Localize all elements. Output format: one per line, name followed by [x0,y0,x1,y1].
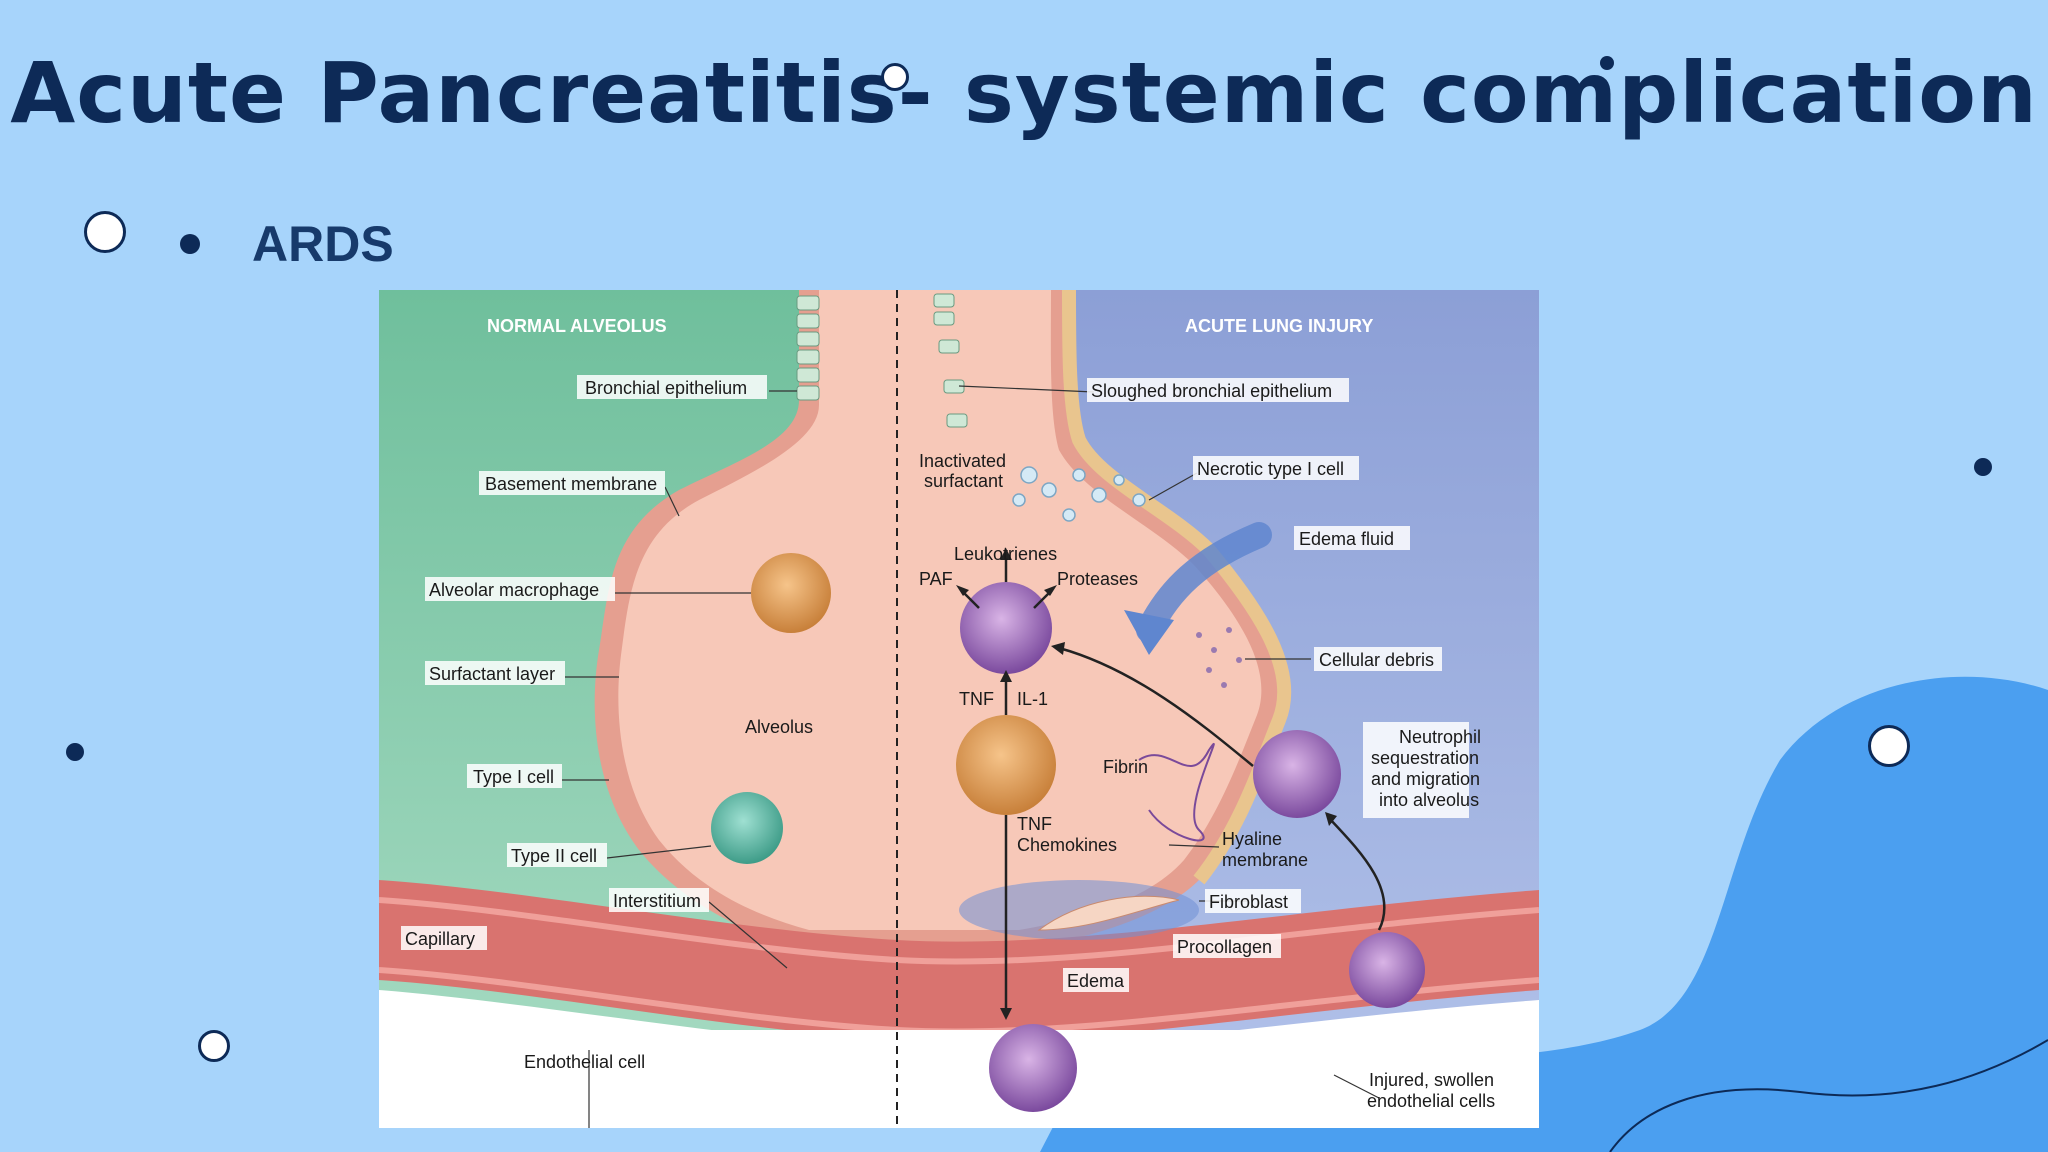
decor-ring-icon [198,1030,230,1062]
label-procollagen: Procollagen [1177,937,1272,957]
label-interstitium: Interstitium [613,891,701,911]
normal-header: NORMAL ALVEOLUS [487,316,667,336]
label-cellular-debris: Cellular debris [1319,650,1434,670]
label-injured-1: Injured, swollen [1369,1070,1494,1090]
label-paf: PAF [919,569,953,589]
neutrophil [960,582,1052,674]
label-inactivated-1: Inactivated [919,451,1006,471]
neutrophil-migrating [1253,730,1341,818]
decor-ring-icon [84,211,126,253]
bronchial-cells [796,293,968,428]
injury-header: ACUTE LUNG INJURY [1185,316,1373,336]
label-leukotrienes: Leukotrienes [954,544,1057,564]
neutrophil-bottom [989,1024,1077,1112]
ards-figure: NORMAL ALVEOLUS Bronchial epithelium Bas… [379,290,1539,1128]
label-proteases: Proteases [1057,569,1138,589]
bullet-icon [180,234,200,254]
label-hyaline-1: Hyaline [1222,829,1282,849]
label-inactivated-2: surfactant [924,471,1003,491]
decor-ring-icon [1868,725,1910,767]
label-type1-cell: Type I cell [473,767,554,787]
decor-dot-icon [66,743,84,761]
ards-diagram: NORMAL ALVEOLUS Bronchial epithelium Bas… [379,290,1539,1128]
decor-dot-icon [1600,56,1614,70]
label-chemokines: Chemokines [1017,835,1117,855]
label-neutrophil-1: Neutrophil [1399,727,1481,747]
decor-dot-icon [1974,458,1992,476]
label-injured-2: endothelial cells [1367,1091,1495,1111]
label-tnf: TNF [959,689,994,709]
label-hyaline-2: membrane [1222,850,1308,870]
label-fibroblast: Fibroblast [1209,892,1288,912]
label-neutrophil-4: into alveolus [1379,790,1479,810]
decor-ring-icon [881,63,909,91]
label-bronchial-epithelium: Bronchial epithelium [585,378,747,398]
label-neutrophil-2: sequestration [1371,748,1479,768]
bullet-text: ARDS [252,216,394,272]
label-tnf-2: TNF [1017,814,1052,834]
label-surfactant-layer: Surfactant layer [429,664,555,684]
bullet-item: ARDS [180,215,394,273]
label-fibrin: Fibrin [1103,757,1148,777]
label-type2-cell: Type II cell [511,846,597,866]
label-edema: Edema [1067,971,1125,991]
slide-title: Acute Pancreatitis- systemic complicatio… [10,44,2038,142]
label-edema-fluid: Edema fluid [1299,529,1394,549]
label-neutrophil-3: and migration [1371,769,1480,789]
label-necrotic-type1: Necrotic type I cell [1197,459,1344,479]
alveolar-macrophage [751,553,831,633]
neutrophil-capillary [1349,932,1425,1008]
label-sloughed-epithelium: Sloughed bronchial epithelium [1091,381,1332,401]
label-alveolus: Alveolus [745,717,813,737]
label-capillary: Capillary [405,929,475,949]
label-alveolar-macrophage: Alveolar macrophage [429,580,599,600]
label-endothelial-cell: Endothelial cell [524,1052,645,1072]
label-basement-membrane: Basement membrane [485,474,657,494]
type2-cell [711,792,783,864]
macrophage-injury [956,715,1056,815]
label-il1: IL-1 [1017,689,1048,709]
